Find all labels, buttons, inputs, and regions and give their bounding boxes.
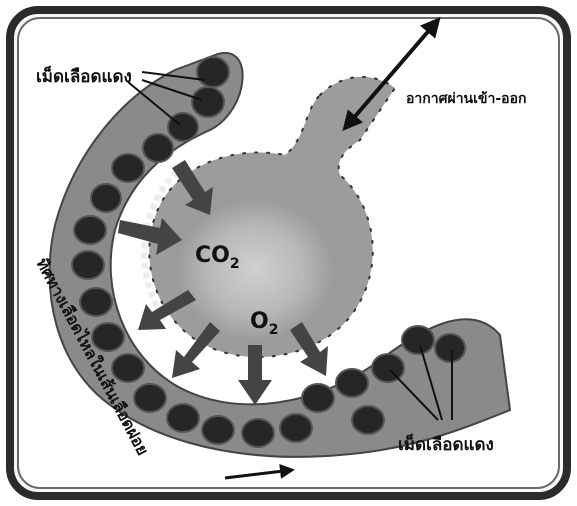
blood-cell bbox=[143, 134, 173, 162]
blood-cell bbox=[72, 251, 104, 279]
blood-cell bbox=[167, 404, 199, 432]
blood-cell bbox=[202, 416, 234, 444]
blood-cell bbox=[91, 184, 121, 212]
blood-cell bbox=[192, 87, 224, 117]
blood-cell bbox=[168, 113, 198, 141]
blood-cell bbox=[242, 419, 274, 447]
blood-cell bbox=[112, 354, 144, 382]
blood-cell bbox=[80, 288, 112, 316]
blood-cell bbox=[352, 406, 384, 434]
blood-cell bbox=[74, 216, 106, 244]
blood-cell bbox=[435, 334, 465, 362]
blood-cell bbox=[134, 384, 166, 412]
rbc-bottom-label: เม็ดเลือดแดง bbox=[398, 432, 494, 455]
blood-cell bbox=[372, 354, 404, 382]
blood-cell bbox=[197, 57, 229, 87]
blood-cell bbox=[402, 326, 434, 354]
blood-cell bbox=[280, 414, 312, 442]
blood-cell bbox=[336, 369, 368, 397]
blood-cell bbox=[112, 154, 144, 182]
air-flow-label: อากาศผ่านเข้า-ออก bbox=[406, 91, 526, 107]
blood-cell bbox=[302, 384, 334, 412]
rbc-top-label: เม็ดเลือดแดง bbox=[36, 64, 132, 87]
